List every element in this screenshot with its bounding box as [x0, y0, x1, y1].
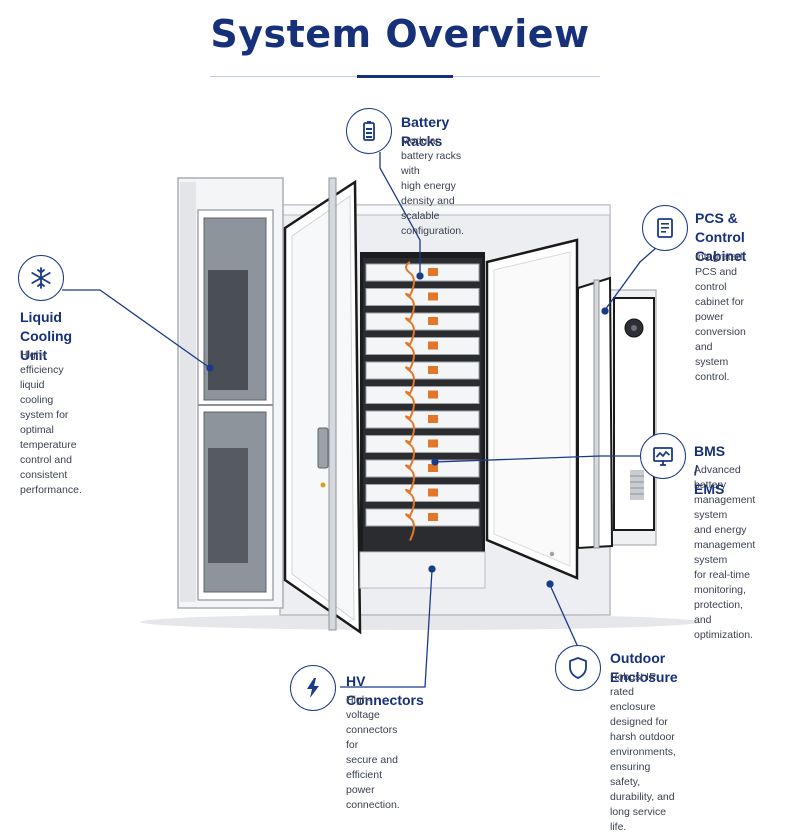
desc-line: designed for harsh outdoor: [610, 716, 675, 743]
floor-shadow: [140, 614, 700, 630]
orange-cable-bundle: [405, 261, 415, 541]
desc-line: performance.: [20, 484, 82, 496]
shield-icon: [555, 645, 601, 691]
battery-module: [365, 361, 480, 380]
desc-line: power conversion: [695, 311, 746, 338]
page-title: System Overview: [210, 12, 590, 56]
desc-line: Integrated PCS and: [695, 251, 743, 278]
callout-title: Outdoor Enclosure: [610, 650, 678, 685]
callout-title-line: Cooling Unit: [20, 328, 73, 363]
desc-line: long service life.: [610, 806, 667, 833]
right-door: [485, 238, 579, 580]
module-connector: [428, 341, 438, 350]
snowflake-icon: [18, 255, 64, 301]
module-connector: [428, 464, 438, 472]
desc-line: High-efficiency liquid: [20, 349, 64, 391]
desc-line: control and consistent: [20, 454, 72, 481]
module-connector: [428, 366, 438, 374]
pcs-control-cabinet: [577, 276, 657, 550]
desc-line: Robust IP-rated enclosure: [610, 671, 660, 713]
desc-line: scalable configuration.: [401, 210, 465, 237]
desc-line: Advanced battery: [694, 464, 741, 491]
left-door: [283, 177, 362, 635]
module-connector: [428, 415, 438, 423]
battery-module: [365, 386, 480, 404]
leader-hv-connectors: [340, 569, 433, 688]
battery-icon: [346, 108, 392, 154]
leader-liquid-cooling: [62, 289, 211, 369]
desc-line: secure and efficient power: [346, 754, 398, 796]
desc-line: optimization.: [694, 629, 753, 641]
module-connector: [428, 390, 438, 399]
module-connector: [428, 488, 438, 497]
module-connector: [428, 292, 438, 301]
leader-battery-racks: [379, 152, 421, 275]
battery-module: [365, 484, 480, 502]
desc-line: for real-time monitoring,: [694, 569, 751, 596]
cooling-unit: [177, 177, 284, 609]
desc-line: Modular battery racks with: [401, 135, 462, 177]
callout-title-line: PCS & Control: [695, 210, 745, 245]
battery-module: [365, 288, 480, 306]
monitor-chart-icon: [640, 433, 686, 479]
desc-line: protection, and: [694, 599, 744, 626]
module-connector: [428, 317, 438, 325]
callout-title: BMS / EMS: [694, 443, 726, 497]
battery-module: [365, 263, 480, 282]
battery-module: [365, 508, 480, 527]
pcs-vent: [630, 470, 644, 500]
desc-line: management system: [694, 539, 756, 566]
battery-module: [365, 459, 480, 478]
desc-line: management system: [694, 494, 756, 521]
callout-title: HV Connectors: [346, 673, 424, 708]
battery-module: [365, 312, 480, 331]
battery-module: [365, 337, 480, 355]
desc-line: connection.: [346, 799, 400, 811]
leader-bms-ems: [434, 455, 640, 463]
lightning-icon: [290, 665, 336, 711]
rack-base-panel: [359, 551, 486, 589]
desc-line: high energy density and: [401, 180, 456, 207]
desc-line: and energy: [694, 524, 747, 536]
module-connector: [428, 439, 438, 448]
title-accent-bar: [357, 75, 453, 78]
desc-line: safety, durability, and: [610, 776, 675, 803]
desc-line: High-voltage connectors for: [346, 694, 398, 751]
left-door-locking-rod: [328, 177, 337, 631]
callout-title-line: Liquid: [20, 309, 62, 325]
battery-rack-interior: [359, 252, 486, 589]
energy-storage-cabinet-illustration: [62, 152, 700, 688]
module-connector: [428, 268, 438, 276]
callout-title: Battery Racks: [401, 114, 450, 149]
document-icon: [642, 205, 688, 251]
module-connector: [428, 513, 438, 521]
battery-module: [365, 435, 480, 453]
desc-line: and system control.: [695, 341, 730, 383]
callout-title-line: Cabinet: [695, 248, 747, 264]
desc-line: optimal temperature: [20, 424, 77, 451]
left-door-handle: [317, 427, 329, 469]
battery-module: [365, 410, 480, 429]
battery-modules: [365, 261, 480, 541]
desc-line: cooling system for: [20, 394, 69, 421]
desc-line: environments, ensuring: [610, 746, 676, 773]
desc-line: control cabinet for: [695, 281, 745, 308]
